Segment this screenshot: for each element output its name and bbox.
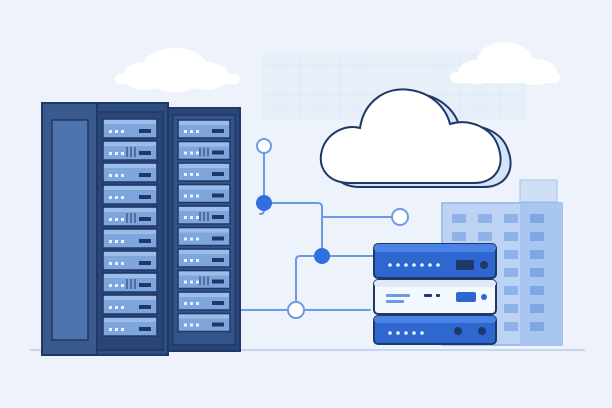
rack-left-unit [102,294,158,315]
rack-left-unit [102,140,158,161]
building-window [478,214,492,223]
rack-led-icon [184,216,199,219]
rack-right-unit [177,140,231,161]
rack-led-icon [109,240,124,243]
rack-right-unit [177,312,231,333]
network-node-filled-upper [256,195,272,211]
rack-led-icon [184,237,199,241]
server-unit-bottom [373,315,497,345]
network-connectors [237,151,393,311]
network-node-filled-middle [314,248,330,264]
rack-led-icon [109,218,124,221]
rack-left-unit [102,250,158,271]
building-window [530,304,544,313]
small-cloud-left-icon [115,48,240,92]
rack-led-icon [109,196,124,199]
rack-led-icon [184,280,199,284]
rack-led-icon [184,194,199,198]
building-window [504,286,518,295]
rack-led-icon [109,174,124,177]
building-window [504,214,518,223]
network-node-hollow-bottom [287,301,305,319]
rack-led-icon [109,262,124,265]
rack-right-unit [177,291,231,311]
rack-led-icon [109,284,124,287]
rack-left-unit [102,228,158,249]
rack-right-unit [177,248,231,268]
rack-led-icon [184,302,199,305]
building-window [530,250,544,259]
building-window [504,232,518,241]
rack-left-unit [102,162,158,183]
rack-led-icon [184,151,199,155]
server-unit-middle [373,279,497,315]
building-window [504,322,518,331]
rack-left-unit [102,118,158,139]
building-window [504,250,518,259]
cloud-icon [319,88,512,188]
building-window [504,268,518,277]
rack-right-unit [177,269,231,290]
building-window [478,232,492,241]
rack-led-icon [184,173,199,176]
rack-led-icon [109,306,124,309]
rack-left-unit [102,316,158,337]
network-node-icon [256,138,409,319]
building-window [452,232,466,241]
building-window [452,214,466,223]
rack-left-unit [102,206,158,227]
server-stack-icon [373,243,497,345]
building-window [530,322,544,331]
building-window [530,286,544,295]
rack-led-icon [109,152,124,155]
rack-left-unit [102,272,158,293]
rack-left-unit [102,184,158,205]
building-window [530,232,544,241]
rack-right-unit [177,183,231,204]
rack-led-icon [184,323,199,327]
rack-right-unit [177,205,231,225]
small-cloud-right-icon [450,42,560,85]
rack-led-icon [109,328,124,331]
building-window [530,268,544,277]
building-window [504,304,518,313]
rack-right-unit [177,119,231,139]
server-rack-right [167,107,241,352]
rack-right-unit [177,226,231,247]
building-window [530,214,544,223]
server-rack-left [41,102,169,356]
network-node-hollow-top [256,138,272,154]
rack-led-icon [184,259,199,262]
rack-led-icon [184,130,199,133]
server-unit-top [373,243,497,279]
rack-right-unit [177,162,231,182]
network-node-hollow-right [391,208,409,226]
rack-led-icon [109,130,124,133]
